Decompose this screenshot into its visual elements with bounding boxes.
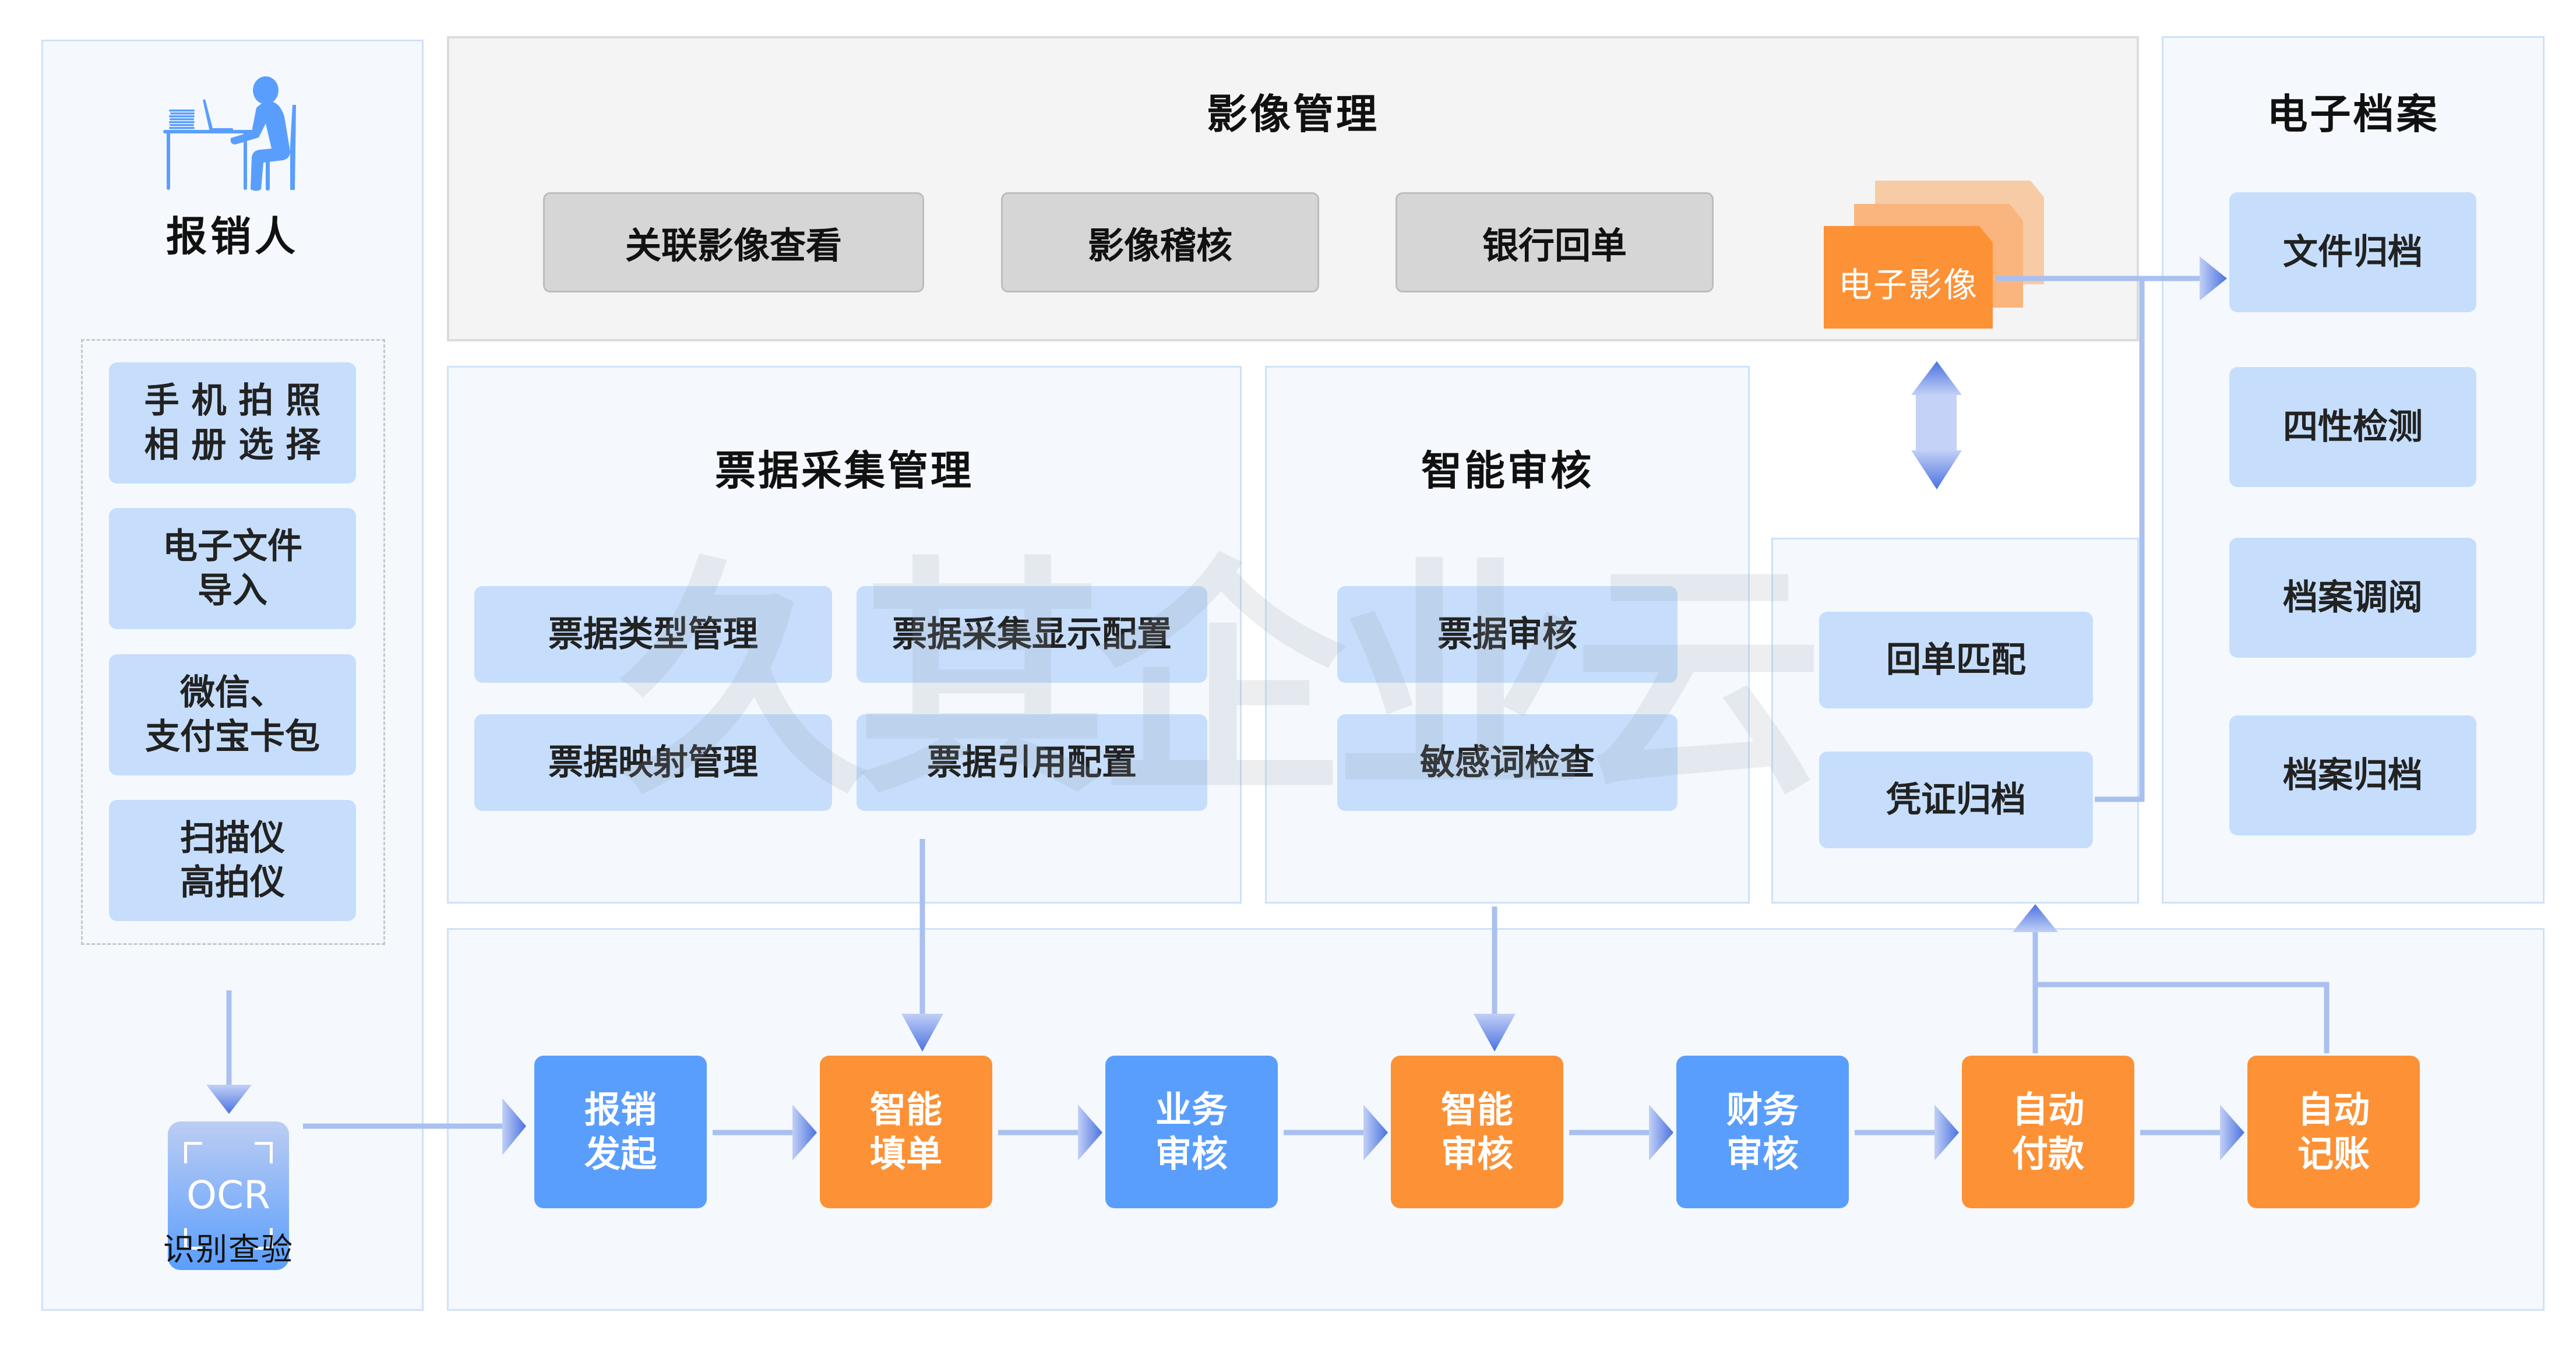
ocr-label: OCR [186,1173,270,1218]
smart-audit-title: 智能审核 [1421,447,1594,495]
arrow-down-icon [901,1014,943,1052]
source-wallet-card[interactable]: 微信、 支付宝卡包 [109,654,356,775]
input-sources-group [81,339,385,945]
claimant-title: 报销人 [166,213,299,260]
voucher-archiving[interactable]: 凭证归档 [1819,752,2093,848]
scan-corner-icon [184,1142,202,1163]
bill-mapping-management[interactable]: 票据映射管理 [474,714,832,811]
arrow-right-icon [1363,1105,1388,1161]
electronic-image-stack[interactable]: 电子影像 [1824,181,2057,329]
arrow-right-icon [1934,1105,1959,1161]
bill-collection-title: 票据采集管理 [715,447,974,495]
connector-voucher-archive [2095,278,2145,802]
flow-step-business-review[interactable]: 业务 审核 [1105,1056,1278,1208]
person-at-desk-icon [163,76,296,191]
arrow-right-icon [1649,1105,1673,1161]
scan-corner-icon [255,1142,273,1163]
scan-corner-icon [255,1228,273,1250]
bidirectional-arrow-up-icon [1911,361,1962,395]
bill-reference-config[interactable]: 票据引用配置 [857,714,1207,811]
flow-step-auto-bookkeeping[interactable]: 自动 记账 [2247,1056,2420,1208]
arrow-up-icon [2013,904,2058,932]
connector-bookkeeping-join [2035,982,2330,1053]
arrow-right-icon [1078,1105,1102,1161]
electronic-image-label: 电子影像 [1838,265,1978,305]
ocr-caption: 识别查验 [163,1231,294,1268]
flow-step-initiate[interactable]: 报销 发起 [534,1056,707,1208]
image-item-bank-receipt[interactable]: 银行回单 [1396,192,1714,292]
flow-step-smart-audit[interactable]: 智能 审核 [1391,1056,1563,1208]
archive-title: 电子档案 [2267,90,2440,138]
source-scanner[interactable]: 扫描仪 高拍仪 [109,800,356,921]
flow-step-auto-payment[interactable]: 自动 付款 [1962,1056,2134,1208]
bidirectional-arrow-down-icon [1911,450,1962,489]
arrow-down-icon [1474,1014,1516,1052]
bill-type-management[interactable]: 票据类型管理 [474,586,832,683]
arrow-right-icon [2200,256,2227,301]
arrow-right-icon [502,1098,526,1155]
archive-filing[interactable]: 档案归档 [2229,715,2476,835]
receipt-matching[interactable]: 回单匹配 [1819,612,2093,708]
flow-step-finance-review[interactable]: 财务 审核 [1676,1056,1849,1208]
source-mobile-photo[interactable]: 手 机 拍 照 相 册 选 择 [109,362,356,484]
bill-audit[interactable]: 票据审核 [1337,586,1678,683]
arrow-right-icon [2220,1105,2244,1161]
flow-step-smart-fill[interactable]: 智能 填单 [820,1056,992,1208]
arrow-down-icon [206,1085,252,1114]
image-layer-front: 电子影像 [1824,226,1993,329]
image-item-linked-view[interactable]: 关联影像查看 [543,192,924,292]
arrow-right-icon [792,1105,817,1161]
archive-retrieval[interactable]: 档案调阅 [2229,538,2476,658]
file-archiving[interactable]: 文件归档 [2229,192,2476,312]
scan-corner-icon [184,1228,202,1250]
sensitive-word-check[interactable]: 敏感词检查 [1337,714,1678,811]
bidirectional-arrow-shaft [1916,395,1957,450]
image-item-audit[interactable]: 影像稽核 [1001,192,1319,292]
four-properties-check[interactable]: 四性检测 [2229,367,2476,487]
image-management-title: 影像管理 [1207,90,1379,138]
bill-display-config[interactable]: 票据采集显示配置 [857,586,1207,683]
source-electronic-file[interactable]: 电子文件 导入 [109,508,356,629]
ocr-icon[interactable]: OCR [168,1121,289,1270]
